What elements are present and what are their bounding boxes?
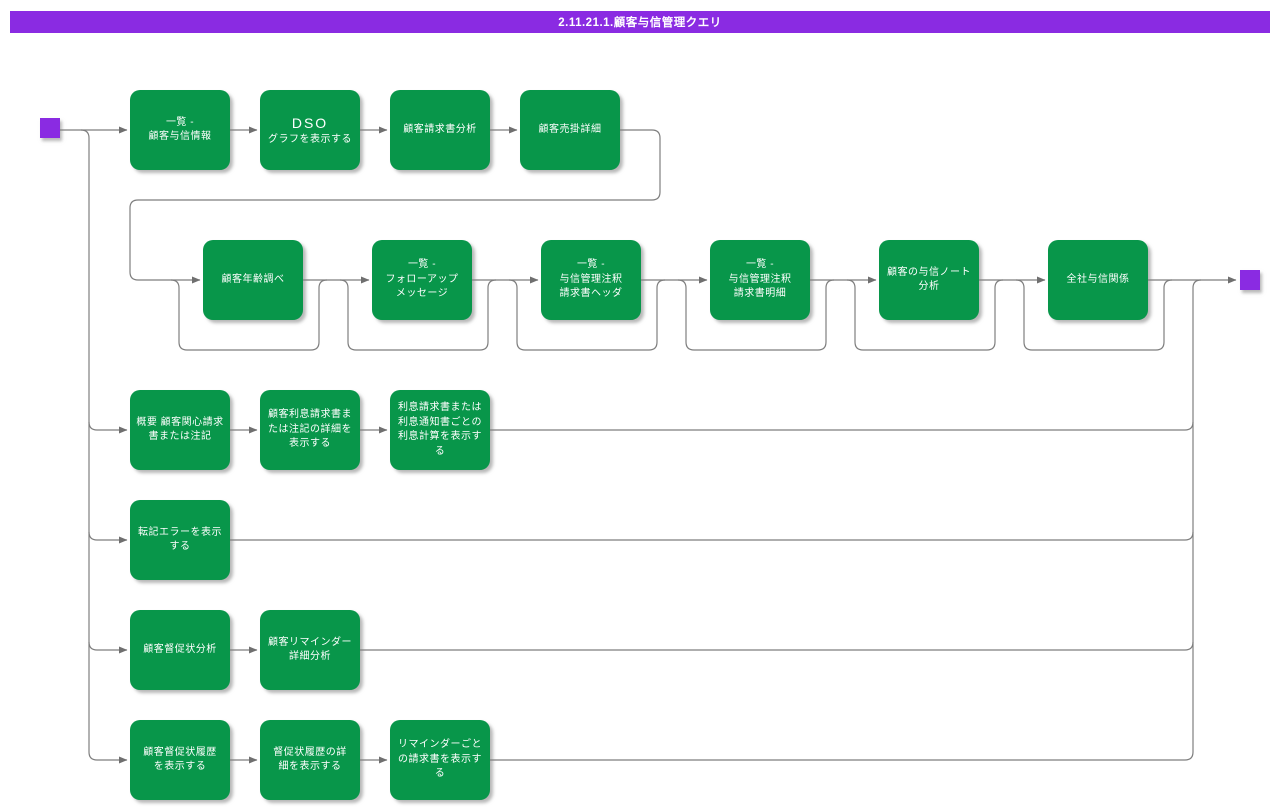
node-dunning-history[interactable]: 顧客督促状履歴 を表示する [130,720,230,800]
node-credit-note-invoice-lines[interactable]: 一覧 - 与信管理注釈 請求書明細 [710,240,810,320]
node-list-customer-credit-info[interactable]: 一覧 - 顧客与信情報 [130,90,230,170]
edge-branch-row3 [88,421,128,434]
edge-bypass-n9 [846,279,1004,351]
node-credit-note-invoice-header[interactable]: 一覧 - 与信管理注釈 請求書ヘッダ [541,240,641,320]
edge-row3-out [490,421,1194,431]
edge-bypass-n10 [1015,279,1173,351]
diagram-title-bar: 2.11.21.1.顧客与信管理クエリ [10,11,1270,33]
node-customer-aging[interactable]: 顧客年齢調べ [203,240,303,320]
node-dso-graph[interactable]: DSO グラフを表示する [260,90,360,170]
node-customer-credit-note-analysis[interactable]: 顧客の与信ノート 分析 [879,240,979,320]
node-dunning-analysis[interactable]: 顧客督促状分析 [130,610,230,690]
edge-bypass-n7 [508,279,666,351]
node-customer-invoice-analysis[interactable]: 顧客請求書分析 [390,90,490,170]
node-reminder-detail-analysis[interactable]: 顧客リマインダー 詳細分析 [260,610,360,690]
diagram-title: 2.11.21.1.顧客与信管理クエリ [558,17,722,29]
edge-branch-row5 [88,641,128,654]
edge-branch-row4 [88,531,128,544]
node-dunning-history-details[interactable]: 督促状履歴の詳 細を表示する [260,720,360,800]
edge-right-trunk [1192,279,1202,752]
node-invoices-per-reminder[interactable]: リマインダーごと の請求書を表示す る [390,720,490,800]
node-interest-invoice-details[interactable]: 顧客利息請求書ま たは注記の詳細を 表示する [260,390,360,470]
edge-row5-out [360,641,1194,651]
edge-n4-to-n5 [129,129,661,284]
edge-bypass-n8 [677,279,835,351]
node-followup-messages[interactable]: 一覧 - フォローアップ メッセージ [372,240,472,320]
node-posting-errors[interactable]: 転記エラーを表示 する [130,500,230,580]
edge-row4-out [230,531,1194,541]
edge-row6-out [490,751,1194,761]
node-interest-calculation[interactable]: 利息請求書または 利息通知書ごとの 利息計算を表示す る [390,390,490,470]
start-node [40,118,60,138]
edge-left-trunk [80,129,128,764]
end-node [1240,270,1260,290]
node-overview-interest-invoices[interactable]: 概要 顧客関心請求 書または注記 [130,390,230,470]
node-company-credit-relations[interactable]: 全社与信関係 [1048,240,1148,320]
edge-bypass-n5 [170,279,328,351]
node-customer-receivable-details[interactable]: 顧客売掛詳細 [520,90,620,170]
edge-bypass-n6 [339,279,497,351]
